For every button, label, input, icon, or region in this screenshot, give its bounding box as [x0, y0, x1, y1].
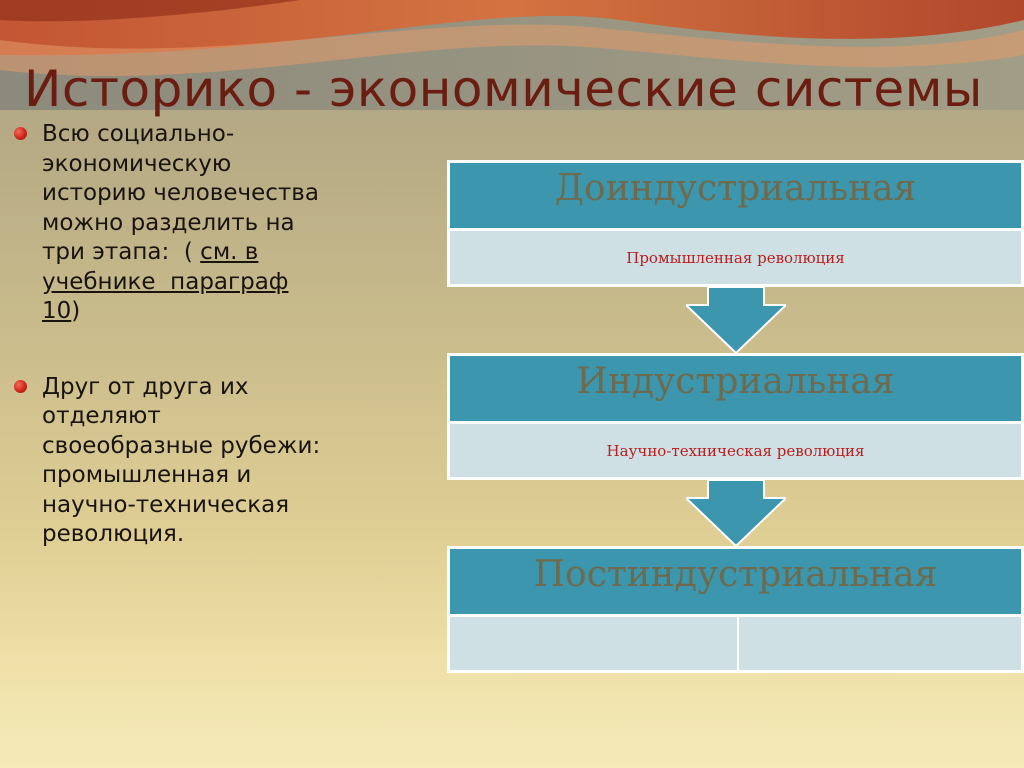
stage-label: Постиндустриальная [450, 549, 1021, 614]
bullet-line: три этапа: ( см. в [42, 238, 414, 268]
empty-cell [739, 617, 1021, 670]
bullet-line: историю человечества [42, 180, 319, 206]
textbook-link[interactable]: 10 [42, 298, 72, 324]
textbook-link[interactable]: см. в [200, 239, 259, 265]
bullet-line: можно разделить на [42, 209, 295, 236]
stage-label: Доиндустриальная [450, 163, 1021, 228]
bullet-icon [14, 127, 27, 140]
bullet-line: промышленная и [42, 462, 252, 488]
bullet-line: научно-техническая [42, 491, 290, 518]
stage-label: Индустриальная [450, 356, 1021, 421]
stage-transition-box: Промышленная революция [450, 231, 1021, 284]
bullet-text: три этапа: ( [42, 239, 201, 265]
stage-transition-box [450, 617, 1021, 670]
bullet-line: революция. [42, 521, 185, 547]
stage-transition-box: Научно-техническая революция [450, 424, 1021, 477]
transition-label: Промышленная революция [626, 248, 845, 267]
transition-label: Научно-техническая революция [606, 441, 865, 460]
bullet-line: отделяют [42, 403, 161, 429]
bullet-icon [14, 379, 27, 393]
down-arrow-icon [686, 480, 786, 548]
bullet-line: 10) [42, 297, 414, 327]
textbook-link[interactable]: учебнике параграф [42, 268, 289, 295]
empty-cell [450, 617, 739, 670]
slide-title: Историко - экономические системы [24, 60, 983, 118]
bullet-line: экономическую [42, 150, 232, 177]
bullet-text: ) [71, 298, 81, 324]
stage-preindustrial: Доиндустриальная Промышленная революция [447, 160, 1024, 287]
stage-postindustrial: Постиндустриальная [447, 546, 1024, 673]
bullet-list: Всю социально- экономическую историю чел… [14, 120, 414, 550]
bullet-line: Друг от друга их [42, 373, 249, 400]
bullet-line: учебнике параграф [42, 268, 414, 298]
stage-industrial: Индустриальная Научно-техническая револю… [447, 353, 1024, 480]
bullet-line: своеобразные рубежи: [42, 432, 321, 459]
decorative-wave [0, 0, 1024, 110]
bullet-item-boundaries: Друг от друга их отделяют своеобразные р… [14, 373, 414, 550]
down-arrow-icon [686, 287, 786, 355]
bullet-item-stages: Всю социально- экономическую историю чел… [14, 120, 414, 327]
bullet-line: Всю социально- [42, 121, 235, 147]
